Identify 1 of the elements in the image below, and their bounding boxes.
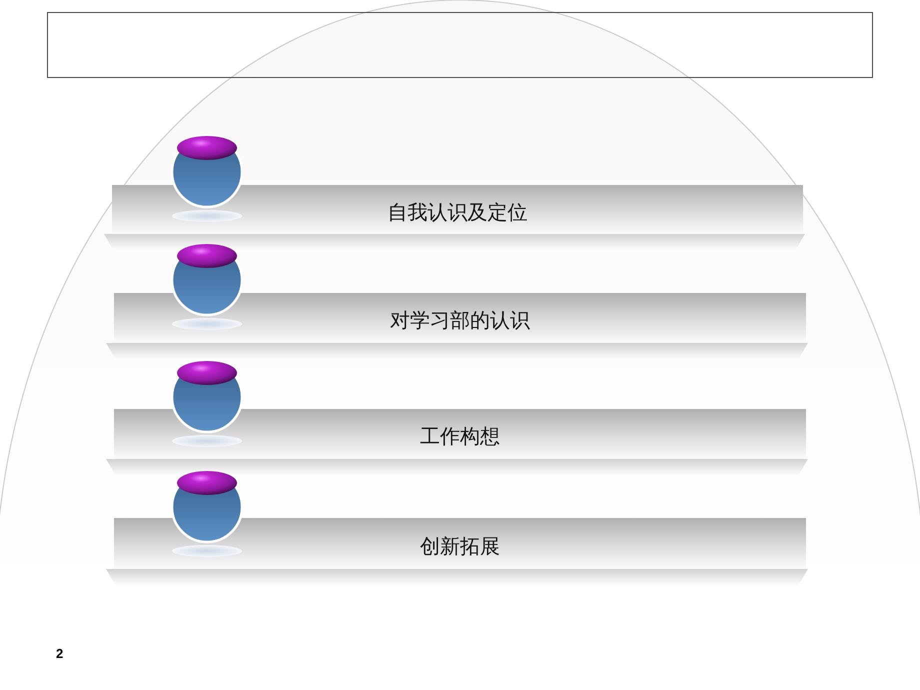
page-number: 2: [56, 646, 64, 661]
